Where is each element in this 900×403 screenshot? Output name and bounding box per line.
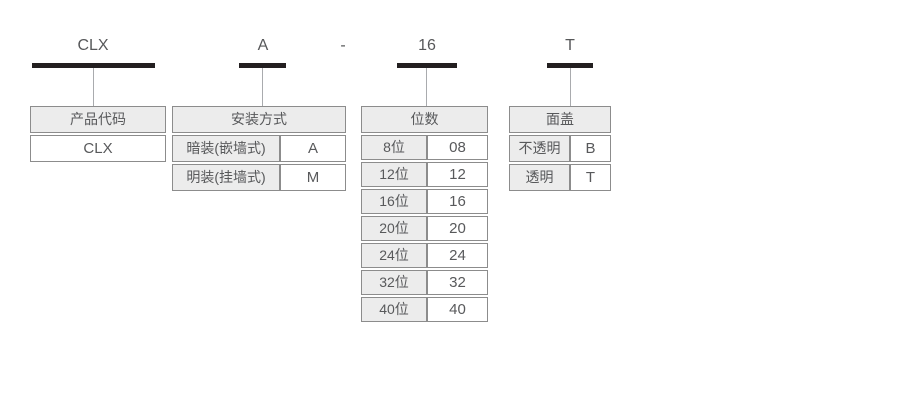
cell-option-name: 透明 — [509, 164, 570, 191]
code-part-label-product: CLX — [77, 37, 109, 54]
cell-option-code: 20 — [427, 216, 488, 241]
table-row: 16位 16 — [361, 189, 488, 214]
cell-option-name: 12位 — [361, 162, 427, 187]
table-row: 8位 08 — [361, 135, 488, 160]
table-row: 24位 24 — [361, 243, 488, 268]
table-row: 40位 40 — [361, 297, 488, 322]
cell-option-code: 24 — [427, 243, 488, 268]
table-row: 32位 32 — [361, 270, 488, 295]
table-row: 20位 20 — [361, 216, 488, 241]
underline-bar-digits — [397, 63, 457, 68]
cell-option-code: A — [280, 135, 346, 162]
cell-option-name: 40位 — [361, 297, 427, 322]
table-product-code: 产品代码 CLX — [30, 106, 166, 162]
cell-option-code: 32 — [427, 270, 488, 295]
table-digits: 位数 8位 08 12位 12 16位 16 20位 20 24位 24 32位… — [361, 106, 488, 322]
cell-product-code-value: CLX — [30, 135, 166, 162]
cell-option-name: 24位 — [361, 243, 427, 268]
table-header-face-cover: 面盖 — [509, 106, 611, 133]
table-header-mounting-type: 安装方式 — [172, 106, 346, 133]
cell-option-name: 明装(挂墙式) — [172, 164, 280, 191]
underline-bar-product — [32, 63, 155, 68]
cell-option-name: 不透明 — [509, 135, 570, 162]
connector-line-mounting — [262, 68, 263, 106]
table-row: CLX — [30, 135, 166, 162]
cell-option-code: 12 — [427, 162, 488, 187]
code-part-label-mounting: A — [257, 37, 269, 54]
cell-option-code: B — [570, 135, 611, 162]
table-mounting-type: 安装方式 暗装(嵌墙式) A 明装(挂墙式) M — [172, 106, 346, 191]
table-row: 不透明 B — [509, 135, 611, 162]
cell-option-name: 暗装(嵌墙式) — [172, 135, 280, 162]
underline-bar-mounting — [239, 63, 286, 68]
cell-option-code: 16 — [427, 189, 488, 214]
table-row: 明装(挂墙式) M — [172, 164, 346, 191]
code-part-label-cover: T — [565, 37, 575, 54]
connector-line-cover — [570, 68, 571, 106]
code-separator-dash: - — [340, 37, 346, 54]
table-face-cover: 面盖 不透明 B 透明 T — [509, 106, 611, 191]
cell-option-code: 08 — [427, 135, 488, 160]
table-row: 12位 12 — [361, 162, 488, 187]
cell-option-code: M — [280, 164, 346, 191]
connector-line-product — [93, 68, 94, 106]
table-header-digits: 位数 — [361, 106, 488, 133]
code-part-label-digits: 16 — [418, 37, 436, 54]
cell-option-name: 20位 — [361, 216, 427, 241]
cell-option-code: 40 — [427, 297, 488, 322]
table-row: 透明 T — [509, 164, 611, 191]
underline-bar-cover — [547, 63, 593, 68]
table-header-product-code: 产品代码 — [30, 106, 166, 133]
cell-option-name: 8位 — [361, 135, 427, 160]
cell-option-name: 16位 — [361, 189, 427, 214]
cell-option-code: T — [570, 164, 611, 191]
cell-option-name: 32位 — [361, 270, 427, 295]
table-row: 暗装(嵌墙式) A — [172, 135, 346, 162]
connector-line-digits — [426, 68, 427, 106]
